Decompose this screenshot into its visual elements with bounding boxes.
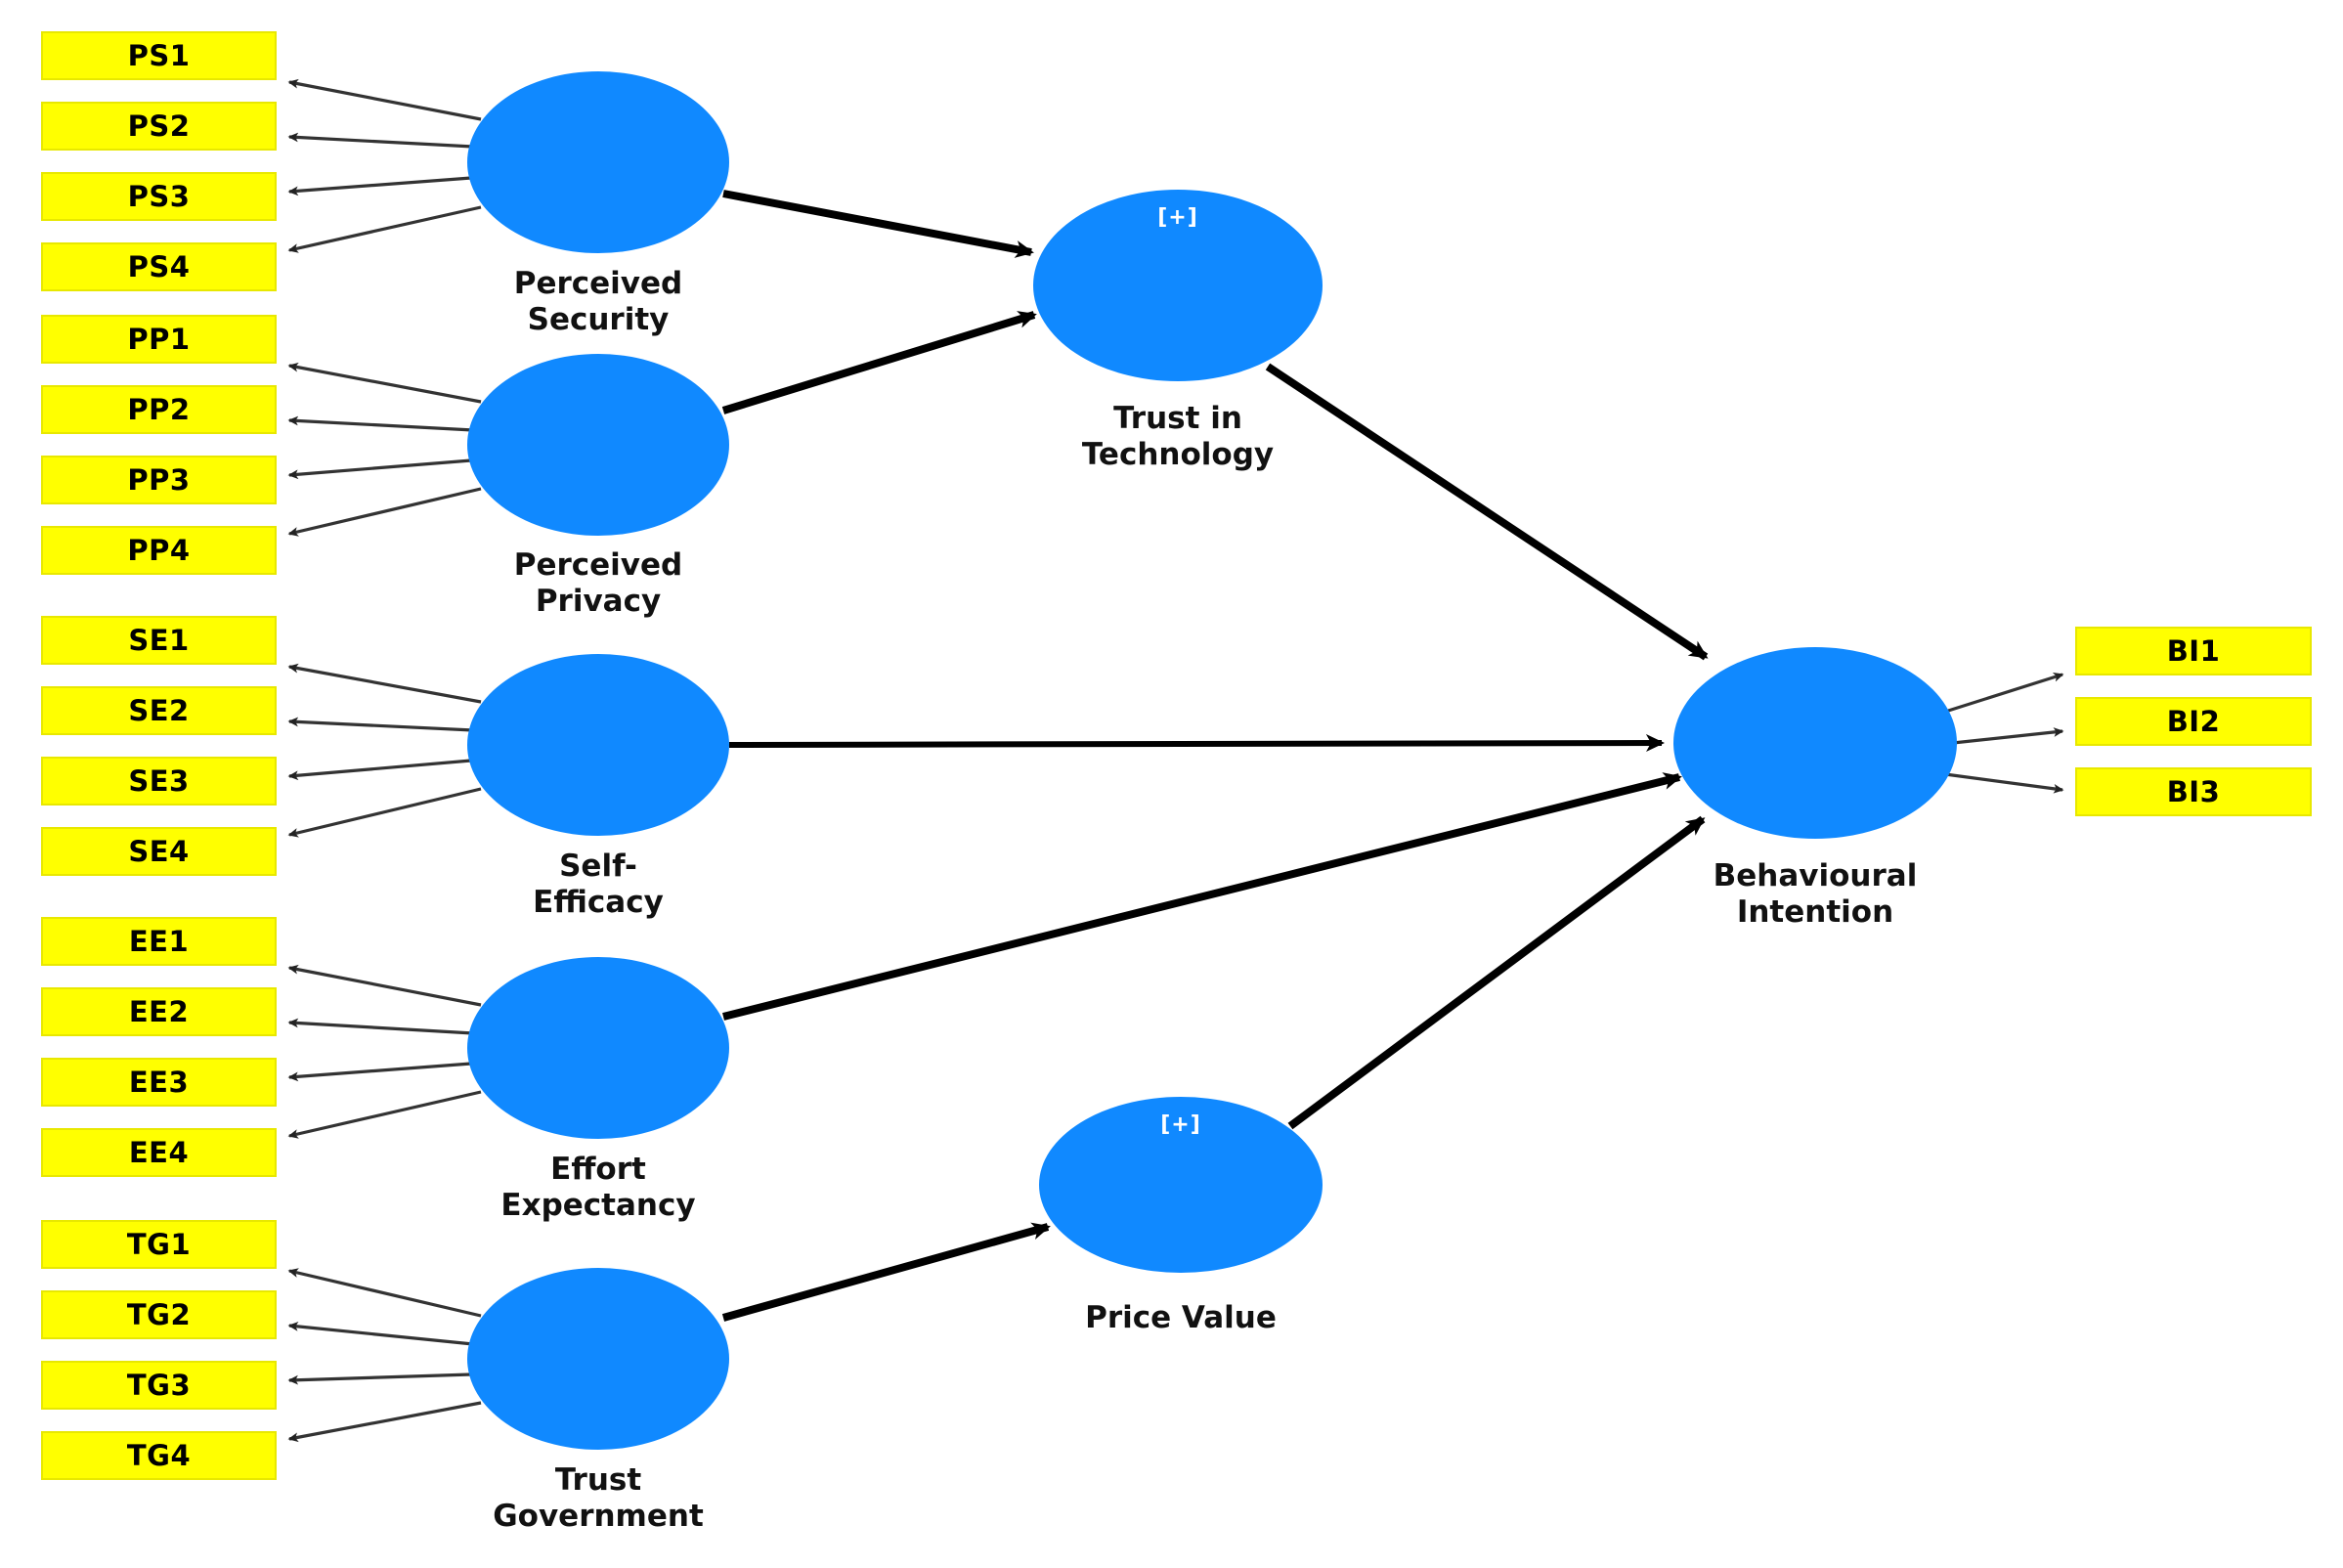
indicator-box-tg3[interactable]: TG3 bbox=[41, 1361, 277, 1410]
construct-node-perceived-security[interactable] bbox=[467, 71, 729, 253]
construct-label-self-efficacy: Self- Efficacy bbox=[533, 849, 664, 920]
construct-label-perceived-privacy: Perceived Privacy bbox=[513, 547, 683, 619]
indicator-box-ee3[interactable]: EE3 bbox=[41, 1058, 277, 1107]
plus-marker-icon: [+] bbox=[1160, 1112, 1201, 1137]
indicator-box-ps2[interactable]: PS2 bbox=[41, 102, 277, 151]
construct-node-perceived-privacy[interactable] bbox=[467, 354, 729, 536]
construct-node-self-efficacy[interactable] bbox=[467, 654, 729, 836]
construct-label-behavioural-intention: Behavioural Intention bbox=[1713, 858, 1918, 930]
indicator-box-se3[interactable]: SE3 bbox=[41, 757, 277, 806]
indicator-box-pp4[interactable]: PP4 bbox=[41, 526, 277, 575]
indicator-box-ps4[interactable]: PS4 bbox=[41, 242, 277, 291]
indicator-box-bi2[interactable]: BI2 bbox=[2075, 697, 2312, 746]
indicator-box-tg2[interactable]: TG2 bbox=[41, 1290, 277, 1339]
indicator-box-bi3[interactable]: BI3 bbox=[2075, 767, 2312, 816]
indicator-box-pp3[interactable]: PP3 bbox=[41, 456, 277, 504]
construct-node-price-value[interactable]: [+] bbox=[1039, 1097, 1323, 1273]
indicator-box-ee4[interactable]: EE4 bbox=[41, 1128, 277, 1177]
indicator-box-se1[interactable]: SE1 bbox=[41, 616, 277, 665]
indicator-box-tg4[interactable]: TG4 bbox=[41, 1431, 277, 1480]
construct-label-price-value: Price Value bbox=[1085, 1300, 1277, 1335]
indicator-box-pp2[interactable]: PP2 bbox=[41, 385, 277, 434]
construct-label-effort-expectancy: Effort Expectancy bbox=[500, 1152, 696, 1223]
indicator-box-pp1[interactable]: PP1 bbox=[41, 315, 277, 364]
indicator-box-tg1[interactable]: TG1 bbox=[41, 1220, 277, 1269]
indicator-box-se2[interactable]: SE2 bbox=[41, 686, 277, 735]
construct-node-trust-in-technology[interactable]: [+] bbox=[1033, 190, 1323, 381]
construct-node-trust-government[interactable] bbox=[467, 1268, 729, 1450]
plus-marker-icon: [+] bbox=[1157, 205, 1198, 230]
indicator-box-ps3[interactable]: PS3 bbox=[41, 172, 277, 221]
construct-label-trust-in-technology: Trust in Technology bbox=[1081, 401, 1275, 472]
indicator-box-se4[interactable]: SE4 bbox=[41, 827, 277, 876]
indicator-box-ps1[interactable]: PS1 bbox=[41, 31, 277, 80]
indicator-box-bi1[interactable]: BI1 bbox=[2075, 627, 2312, 675]
indicator-box-ee1[interactable]: EE1 bbox=[41, 917, 277, 966]
construct-node-behavioural-intention[interactable] bbox=[1673, 647, 1957, 839]
indicator-box-ee2[interactable]: EE2 bbox=[41, 987, 277, 1036]
construct-node-effort-expectancy[interactable] bbox=[467, 957, 729, 1139]
construct-label-perceived-security: Perceived Security bbox=[513, 266, 683, 337]
construct-label-trust-government: Trust Government bbox=[493, 1462, 704, 1534]
